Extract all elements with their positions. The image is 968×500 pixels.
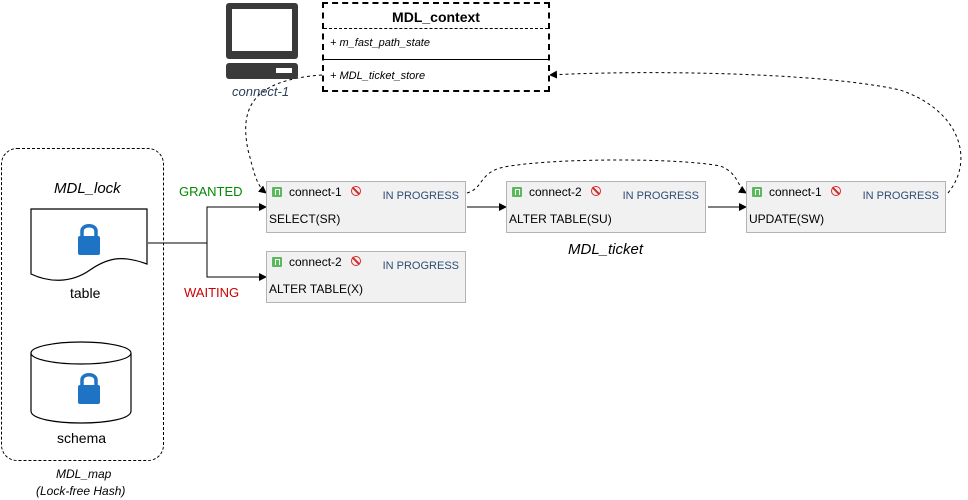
ticket-statement: SELECT(SR): [269, 212, 341, 226]
context-field-ticket-store: + MDL_ticket_store: [330, 70, 426, 82]
bookmark-icon: [512, 187, 522, 197]
edge-table-to-waiting: [206, 243, 267, 281]
bookmark-icon: [752, 187, 762, 197]
ticket-connection: connect-2: [289, 255, 342, 269]
granted-label: GRANTED: [179, 184, 243, 199]
ticket-statement: UPDATE(SW): [749, 212, 825, 226]
edge-store-to-ticket1: [245, 74, 323, 194]
context-title: MDL_context: [392, 9, 480, 25]
edge-ticket1-to-ticket3: [466, 159, 747, 194]
ticket-state: IN PROGRESS: [382, 190, 459, 202]
ticket-statement: ALTER TABLE(X): [269, 282, 364, 296]
ticket-connection: connect-2: [529, 185, 582, 199]
context-field-fast-path: + m_fast_path_state: [330, 37, 430, 49]
ticket-state: IN PROGRESS: [862, 190, 939, 202]
context-divider: [324, 59, 548, 60]
bookmark-icon: [272, 187, 282, 197]
computer-icon: [225, 2, 303, 91]
mdl-context-box: MDL_context + m_fast_path_state + MDL_ti…: [322, 2, 550, 92]
no-entry-icon: [351, 256, 361, 266]
ticket-state: IN PROGRESS: [622, 190, 699, 202]
ticket-statement: ALTER TABLE(SU): [509, 212, 612, 226]
no-entry-icon: [351, 186, 361, 196]
table-label: table: [70, 285, 101, 301]
context-divider: [324, 28, 548, 29]
mdl-ticket-label: MDL_ticket: [568, 241, 644, 258]
computer-caption: connect-1: [232, 84, 290, 99]
padlock-icon: [76, 371, 102, 410]
edge-table-to-tickets: [148, 203, 267, 244]
ticket-card: connect-1 IN PROGRESS UPDATE(SW): [746, 181, 946, 233]
no-entry-icon: [591, 186, 601, 196]
ticket-card: connect-2 IN PROGRESS ALTER TABLE(SU): [506, 181, 706, 233]
ticket-card: connect-1 IN PROGRESS SELECT(SR): [266, 181, 466, 233]
waiting-label: WAITING: [184, 285, 240, 300]
bookmark-icon: [272, 257, 282, 267]
no-entry-icon: [831, 186, 841, 196]
ticket-state: IN PROGRESS: [382, 260, 459, 272]
ticket-card: connect-2 IN PROGRESS ALTER TABLE(X): [266, 251, 466, 303]
mdl-map-container: [1, 148, 164, 461]
mdl-lock-label: MDL_lock: [54, 180, 121, 197]
ticket-connection: connect-1: [289, 185, 342, 199]
padlock-icon: [76, 222, 102, 261]
mdl-map-sublabel: (Lock-free Hash): [36, 484, 126, 498]
mdl-map-label: MDL_map: [56, 467, 112, 481]
schema-label: schema: [57, 430, 107, 446]
edge-ticket3-to-store: [549, 70, 962, 194]
ticket-connection: connect-1: [769, 185, 822, 199]
